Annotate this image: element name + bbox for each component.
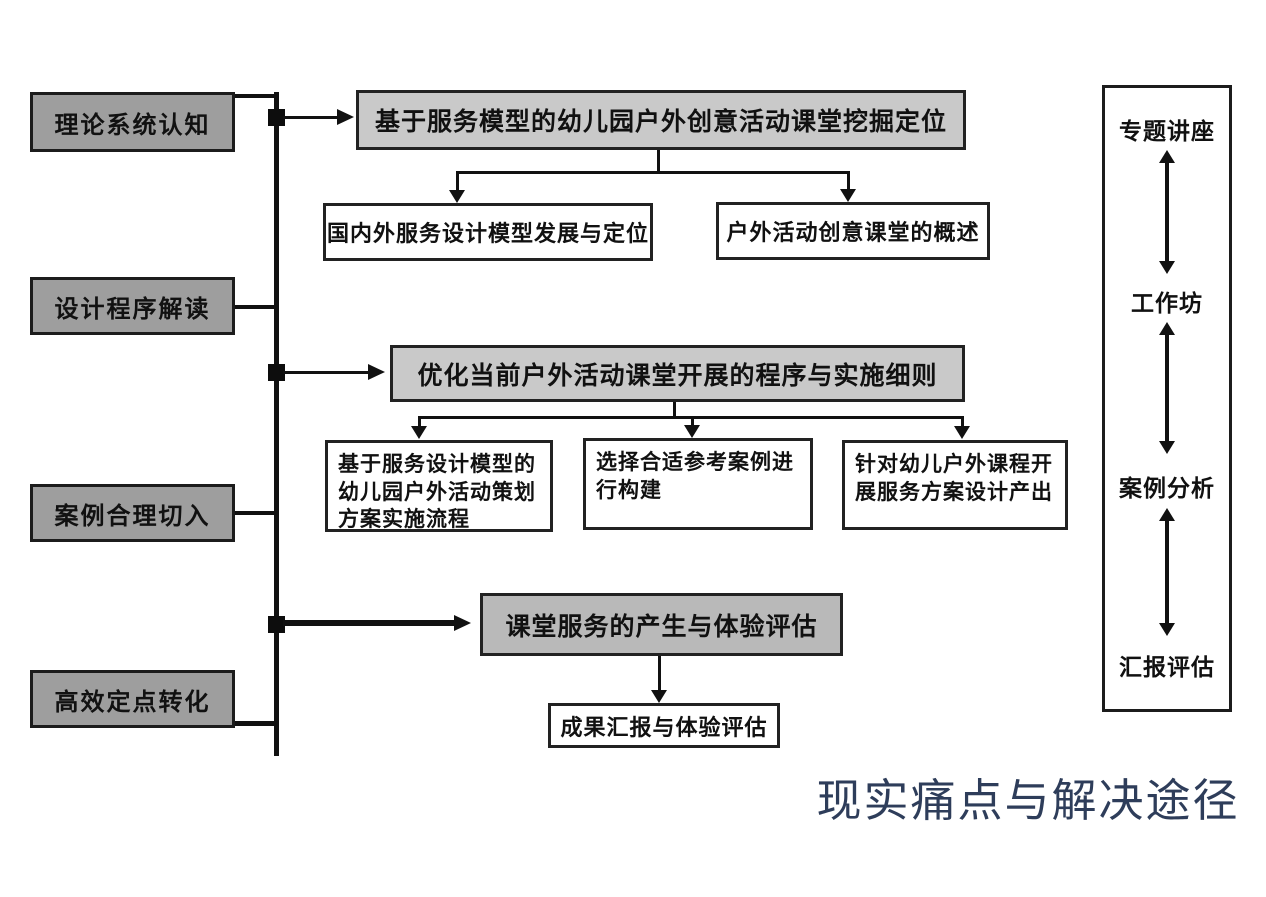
arrow-down-icon [840,189,856,202]
connector-line [235,305,276,309]
stage1-child-model-positioning: 国内外服务设计模型发展与定位 [323,203,653,261]
stage1-child-overview: 户外活动创意课堂的概述 [716,202,990,260]
arrow-right-icon [454,615,471,631]
stage3-child-report-evaluation: 成果汇报与体验评估 [548,703,780,748]
stage1-box: 基于服务模型的幼儿园户外创意活动课堂挖掘定位 [356,90,966,150]
stage2-child-implementation-flow: 基于服务设计模型的 幼儿园户外活动策划 方案实施流程 [325,440,553,532]
pillar-box-conversion: 高效定点转化 [30,670,235,728]
connector-line [235,511,276,515]
stage3-box: 课堂服务的产生与体验评估 [480,593,843,656]
track-item-workshop: 工作坊 [1131,290,1203,316]
connector-line [456,171,459,193]
connector-line [418,416,421,429]
diagram-caption: 现实痛点与解决途径 [816,774,1240,827]
stage2-box: 优化当前户外活动课堂开展的程序与实施细则 [390,345,965,402]
connector-line [691,416,694,428]
track-item-case-analysis: 案例分析 [1119,475,1215,501]
double-arrow-icon [1159,508,1175,636]
track-item-report-evaluation: 汇报评估 [1119,654,1215,680]
arrow-shaft [283,620,456,626]
junction-node [268,616,285,633]
connector-line [235,94,276,98]
double-arrow-icon [1159,150,1175,274]
arrow-right-icon [337,109,354,125]
arrow-down-icon [954,426,970,439]
spine-line [274,92,279,756]
track-item-lecture: 专题讲座 [1119,118,1215,144]
connector-line [673,402,676,418]
pillar-box-case-entry: 案例合理切入 [30,484,235,542]
arrow-down-icon [684,425,700,438]
connector-line [847,171,850,192]
stage2-child-service-output: 针对幼儿户外课程开 展服务方案设计产出 [842,440,1068,530]
junction-node [268,109,285,126]
connector-line [456,171,850,174]
arrow-down-icon [651,690,667,703]
arrow-down-icon [411,426,427,439]
arrow-right-icon [368,364,385,380]
connector-line [961,416,964,429]
connector-line [658,656,661,692]
pillar-box-design-procedure: 设计程序解读 [30,277,235,335]
connector-line [235,721,276,726]
double-arrow-icon [1159,322,1175,454]
pillar-box-theory: 理论系统认知 [30,92,235,152]
connector-line [657,150,660,173]
stage2-child-reference-cases: 选择合适参考案例进 行构建 [583,438,813,530]
arrow-shaft [283,371,370,374]
arrow-down-icon [449,190,465,203]
arrow-shaft [283,116,339,119]
junction-node [268,364,285,381]
